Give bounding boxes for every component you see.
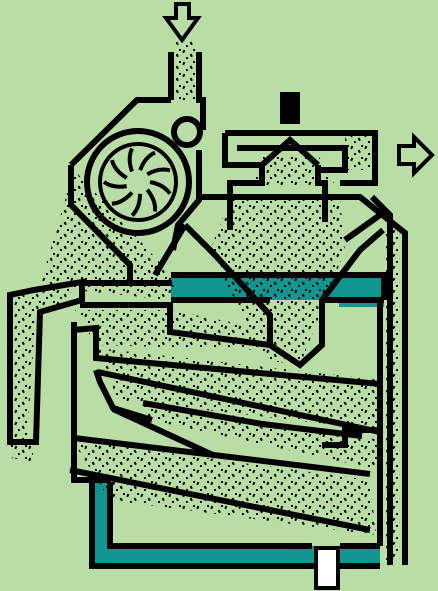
fan-blade bbox=[140, 153, 155, 171]
arrow-down-icon bbox=[166, 4, 198, 40]
fan-rotor bbox=[87, 131, 189, 233]
outlet-spout bbox=[316, 548, 338, 588]
arrow-right-icon bbox=[399, 137, 432, 173]
fan-blade bbox=[130, 149, 132, 172]
fan-blade bbox=[147, 190, 155, 212]
fan-blade bbox=[132, 194, 140, 216]
fan-blade bbox=[104, 182, 127, 187]
fan-motor bbox=[280, 92, 300, 124]
fan-blade bbox=[112, 160, 127, 178]
fan-blade bbox=[112, 192, 132, 203]
fan-blade bbox=[147, 169, 170, 174]
fan-blade bbox=[150, 182, 170, 194]
